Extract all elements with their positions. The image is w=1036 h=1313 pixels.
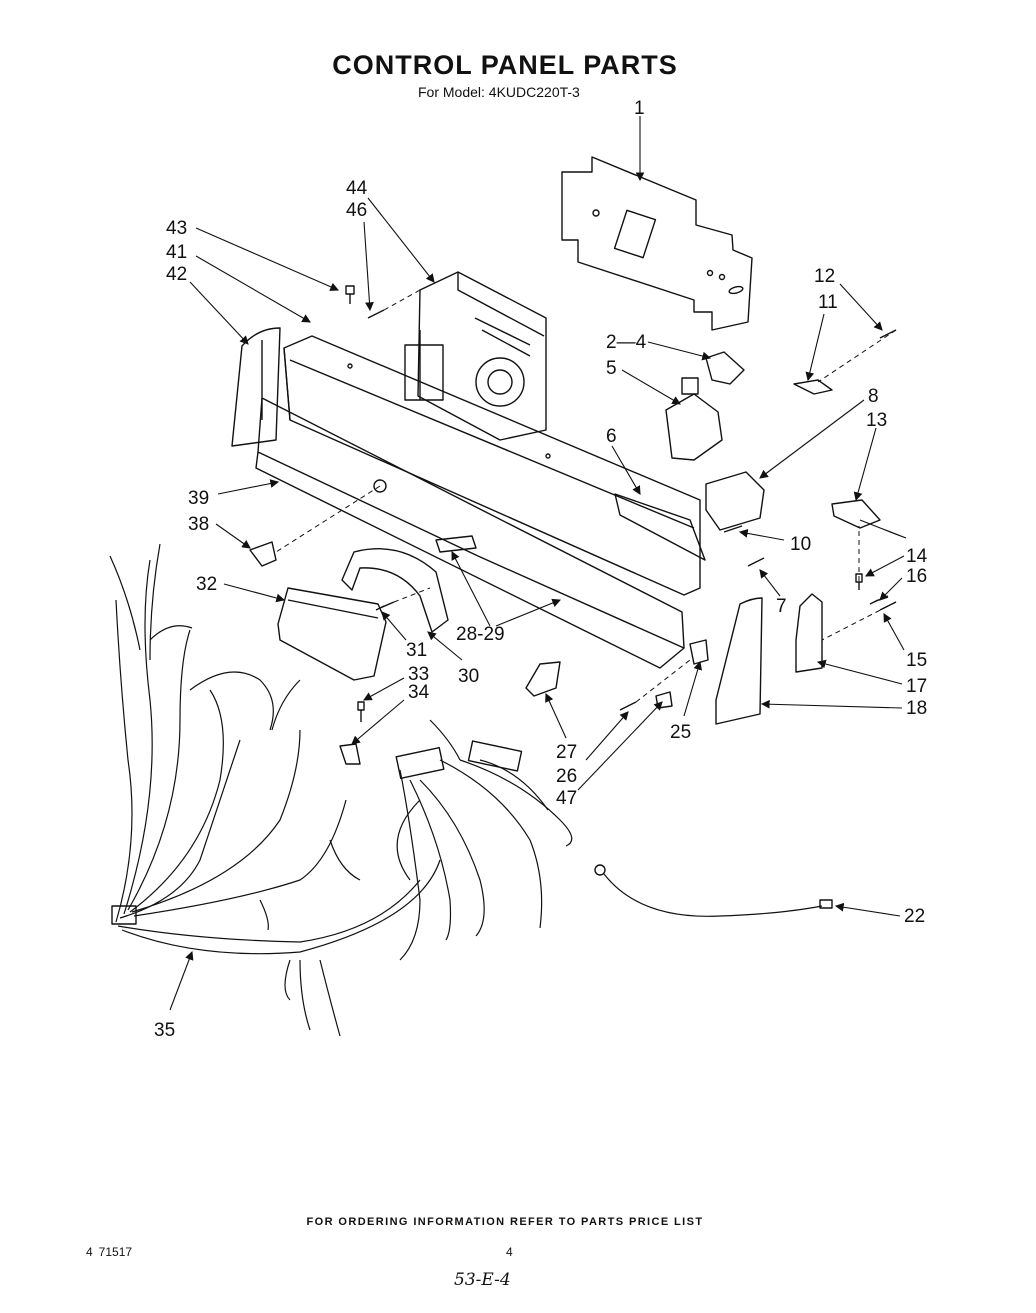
callout-6: 6	[606, 426, 617, 447]
callout-43: 43	[166, 218, 187, 239]
insulator-part-25	[689, 639, 709, 665]
ordering-info-note: FOR ORDERING INFORMATION REFER TO PARTS …	[306, 1216, 704, 1228]
callout-41: 41	[166, 242, 187, 263]
callout-25: 25	[670, 722, 691, 743]
knob-part	[249, 541, 277, 567]
callout-42: 42	[166, 264, 187, 285]
callout-16: 16	[906, 566, 927, 587]
callout-46: 46	[346, 200, 367, 221]
page-number: 4	[506, 1245, 513, 1259]
callout-15: 15	[906, 650, 927, 671]
retainer-part-34	[339, 743, 361, 765]
callout-labels: 1 2—4 5 6 7 8 10 11 12 13 14 15 16 17 18…	[154, 98, 928, 1041]
callout-7: 7	[776, 596, 787, 617]
selector-button-part	[525, 661, 561, 697]
callout-32: 32	[196, 574, 217, 595]
page-title: CONTROL PANEL PARTS	[332, 50, 678, 80]
switch-part	[665, 351, 745, 461]
callout-28-29: 28-29	[456, 624, 505, 645]
light-housing-part	[277, 587, 387, 681]
callout-39: 39	[188, 488, 209, 509]
callout-26: 26	[556, 766, 577, 787]
callout-14: 14	[906, 546, 928, 567]
small-bracket-part	[435, 535, 477, 553]
model-subtitle: For Model: 4KUDC220T-3	[418, 84, 580, 100]
bracket-arch-part	[341, 548, 449, 633]
wire-harness-part	[109, 543, 573, 1037]
control-module-part	[404, 271, 547, 441]
callout-22: 22	[904, 906, 925, 927]
callout-47: 47	[556, 788, 577, 809]
assembly-lines	[275, 289, 897, 703]
callout-2-4: 2—4	[606, 332, 647, 353]
callout-44: 44	[346, 178, 368, 199]
relay-part	[705, 471, 765, 531]
screws	[345, 285, 897, 722]
clip-part-13	[831, 499, 881, 529]
callout-13: 13	[866, 410, 887, 431]
callout-18: 18	[906, 698, 927, 719]
callout-31: 31	[406, 640, 427, 661]
callout-30: 30	[458, 666, 479, 687]
callout-38: 38	[188, 514, 209, 535]
document-number: 4 71517	[86, 1245, 133, 1259]
callout-17: 17	[906, 676, 927, 697]
leader-lines	[169, 116, 905, 1011]
circuit-board-part	[561, 156, 753, 331]
callout-35: 35	[154, 1020, 175, 1041]
right-end-cap-part	[715, 597, 763, 725]
callout-11: 11	[818, 292, 838, 313]
callout-34: 34	[408, 682, 430, 703]
callout-12: 12	[814, 266, 835, 287]
callout-33: 33	[408, 664, 429, 685]
handwritten-mark: 53-E-4	[454, 1270, 511, 1290]
clip-part-11	[793, 379, 833, 395]
callout-27: 27	[556, 742, 577, 763]
callout-8: 8	[868, 386, 879, 407]
clip-wire	[859, 519, 907, 539]
callout-5: 5	[606, 358, 617, 379]
callout-1: 1	[634, 98, 645, 119]
callout-10: 10	[790, 534, 811, 555]
control-panel-body	[255, 335, 706, 669]
left-end-cap-part	[231, 327, 281, 447]
hinge-bracket-part	[795, 593, 823, 673]
probe-wire-part	[594, 864, 833, 917]
